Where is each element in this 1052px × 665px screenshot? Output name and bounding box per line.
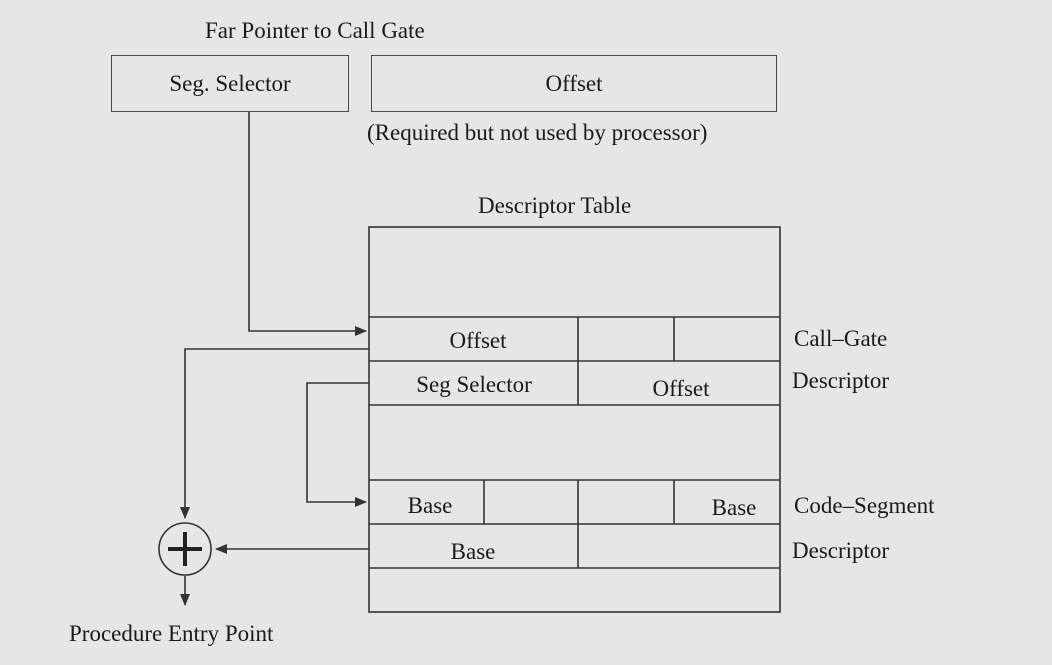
codeseg-label-2: Descriptor <box>792 538 890 563</box>
selector-to-codeseg-arrow <box>306 382 369 507</box>
callgate-label-1: Call–Gate <box>794 326 888 351</box>
plus-icon <box>168 532 202 566</box>
descriptor-table-title: Descriptor Table <box>478 193 632 218</box>
far-pointer-title: Far Pointer to Call Gate <box>205 18 425 43</box>
procedure-entry-point-label: Procedure Entry Point <box>69 621 274 646</box>
callgate-seg-selector: Seg Selector <box>416 372 532 397</box>
codeseg-base-right: Base <box>711 495 757 520</box>
selector-to-callgate-arrow <box>248 112 367 336</box>
far-pointer-seg-selector: Seg. Selector <box>111 55 349 112</box>
adder-circle <box>158 522 212 576</box>
descriptor-table-outline <box>368 226 781 613</box>
codeseg-base-left: Base <box>407 493 453 518</box>
offset-to-adder-arrow <box>180 348 369 519</box>
callgate-offset-right: Offset <box>652 376 710 401</box>
far-pointer-offset: Offset <box>371 55 777 112</box>
callgate-offset: Offset <box>449 328 507 353</box>
callgate-label-2: Descriptor <box>792 368 890 393</box>
codeseg-base-bottom: Base <box>450 539 496 564</box>
offset-note: (Required but not used by processor) <box>367 120 708 145</box>
codeseg-label-1: Code–Segment <box>794 493 935 518</box>
